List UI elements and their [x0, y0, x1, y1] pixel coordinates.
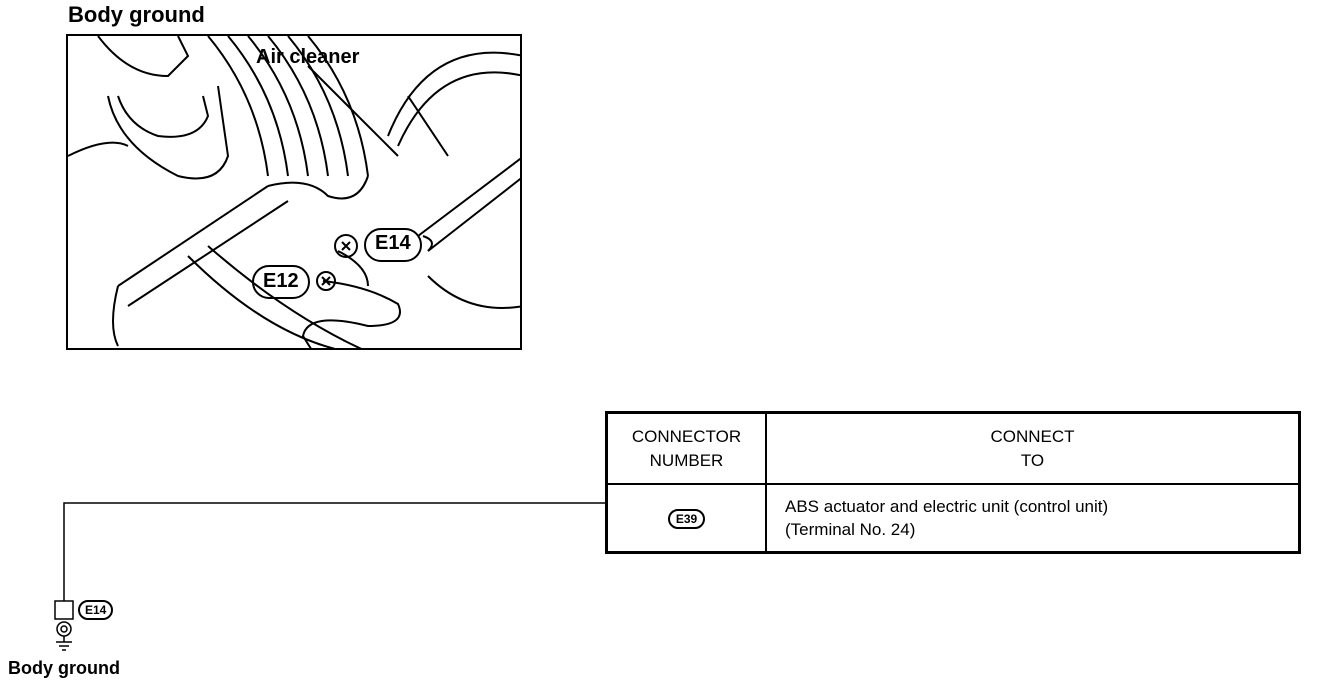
- reservoir-body: [107, 85, 230, 180]
- page-title: Body ground: [68, 2, 205, 27]
- wire-line: [63, 502, 605, 601]
- e12-photo-label: E12: [263, 270, 299, 292]
- ground-wire: [301, 280, 401, 348]
- connector-table: CONNECTOR NUMBER CONNECT TO E39 ABS actu…: [605, 411, 1301, 554]
- connector-cell: E39: [605, 483, 767, 554]
- bracket-line: [68, 141, 129, 157]
- duct-clamp: [267, 175, 369, 200]
- table-row: E39 ABS actuator and electric unit (cont…: [605, 483, 1301, 554]
- connect-to-cell: ABS actuator and electric unit (control …: [765, 483, 1301, 554]
- leader-line: [307, 65, 399, 157]
- right-bracket: [417, 157, 520, 252]
- ground-label: Body ground: [8, 658, 120, 678]
- connector-e39-badge: E39: [667, 508, 706, 529]
- reservoir-cap-outline: [97, 36, 190, 78]
- header-connector-number: CONNECTOR NUMBER: [605, 411, 767, 485]
- bolt-e12-icon: [316, 271, 336, 291]
- location-illustration: Air cleaner E14 E12: [66, 34, 522, 350]
- reservoir-neck: [117, 95, 210, 138]
- e14-bubble: [364, 228, 422, 262]
- bracket-arm: [117, 185, 289, 307]
- e14-photo-label: E14: [375, 232, 411, 254]
- table-header-row: CONNECTOR NUMBER CONNECT TO: [605, 411, 1301, 485]
- ground-connector-badge: E14: [78, 600, 114, 620]
- illustration-drawing: [68, 36, 520, 348]
- bolt-e14-icon: [334, 234, 358, 258]
- e12-bubble: [252, 265, 310, 299]
- ground-symbol-icon: [56, 636, 72, 651]
- header-connect-to: CONNECT TO: [765, 411, 1301, 485]
- ground-connector-square-icon: [54, 600, 74, 620]
- air-cleaner-label: Air cleaner: [256, 46, 360, 68]
- ground-terminal-icon: [56, 621, 72, 637]
